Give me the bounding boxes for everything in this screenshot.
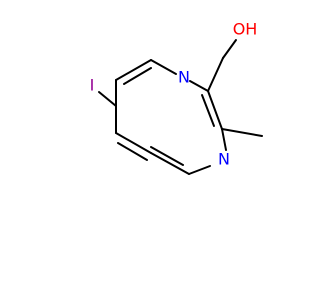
bond-c3-ch2 — [207, 57, 224, 92]
bond-n4-c2 — [221, 128, 227, 151]
bond-c8-c9-inner — [123, 67, 152, 85]
bond-ch2-o — [222, 39, 237, 59]
bond-c10-c5-double — [150, 146, 184, 166]
molecule-structure: I N N OH — [90, 20, 263, 175]
bond-c10-n4 — [188, 165, 211, 175]
iodine-label: I — [90, 76, 95, 95]
imine-nitrogen-label: N — [218, 150, 230, 169]
hydroxyl-label: OH — [233, 20, 258, 39]
bond-c9-n1 — [150, 59, 177, 75]
bond-c7-i — [98, 91, 117, 107]
ring-nitrogen-label: N — [178, 68, 190, 87]
bond-c2-c3-inner — [201, 94, 215, 127]
bond-c2-methyl — [221, 128, 263, 137]
bond-c3-n1 — [189, 80, 209, 92]
bond-c8-c9 — [115, 59, 152, 81]
molecule-canvas: I N N OH — [89, 19, 263, 175]
bond-c2-c3 — [207, 90, 223, 130]
bond-c5-c6-inner — [117, 142, 148, 161]
bond-c10-c5 — [150, 152, 190, 175]
bond-c5-c6 — [115, 132, 152, 154]
